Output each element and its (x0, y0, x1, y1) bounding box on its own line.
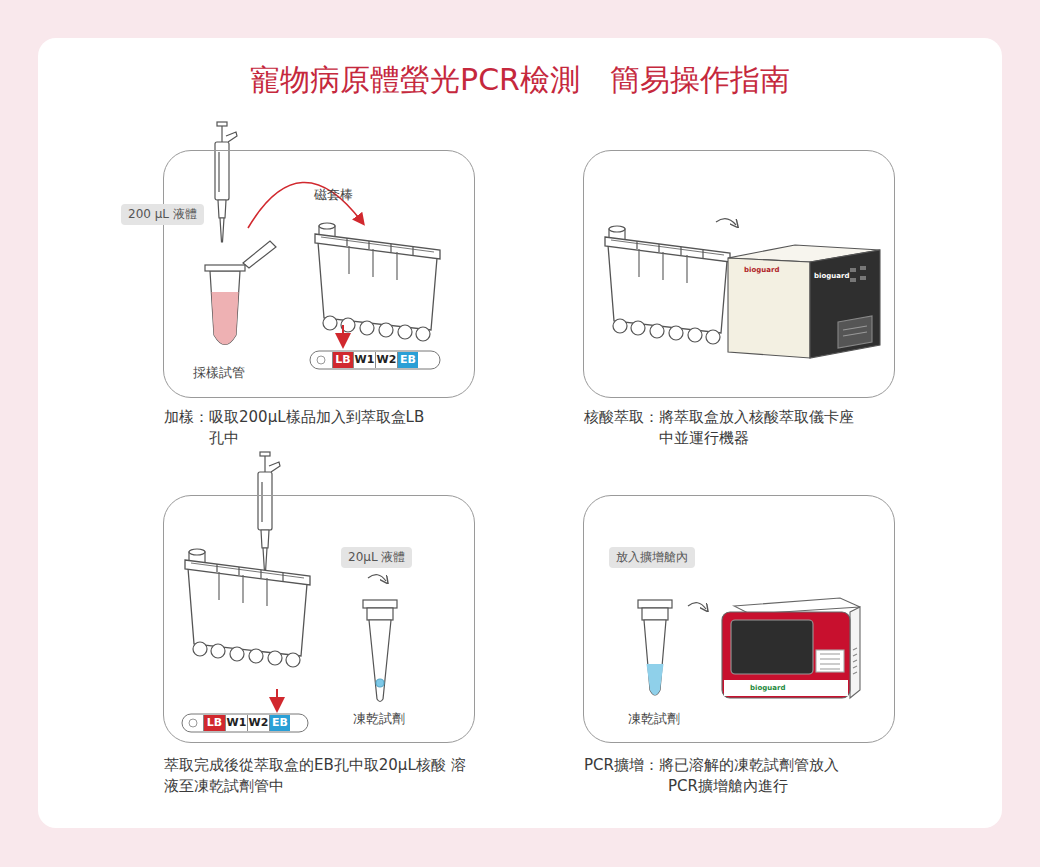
step-panel: 凍乾試劑萃取完成後從萃取盒的EB孔中取20μL核酸 溶液至凍乾試劑管中20μL … (163, 495, 475, 743)
magnetic-cartridge (605, 226, 730, 344)
flow-arrow (368, 575, 386, 581)
extraction-instrument (728, 245, 880, 358)
part-label: 採樣試管 (193, 364, 245, 382)
step-caption: PCR擴增：將已溶解的凍乾試劑管放入 PCR擴增艙內進行 (584, 755, 870, 797)
well-strip (310, 351, 440, 369)
well-cell: LB (203, 715, 225, 731)
volume-badge: 20μL 液體 (341, 547, 412, 568)
well-cell: W2 (375, 352, 397, 368)
badge-text: 20μL 液體 (348, 550, 405, 564)
step-panel: 磁套棒採樣試管加樣：吸取200μL樣品加入到萃取盒LB 孔中200 μL 液體 (163, 150, 475, 398)
sample-tube (205, 241, 276, 345)
step-panel: 凍乾試劑PCR擴增：將已溶解的凍乾試劑管放入 PCR擴增艙內進行放入擴增艙內 (583, 495, 895, 743)
well-cell: EB (397, 352, 418, 368)
brand-logo: bioguard (814, 272, 849, 280)
well-cell: LB (332, 352, 353, 368)
flow-arrow (688, 603, 706, 609)
step-caption: 萃取完成後從萃取盒的EB孔中取20μL核酸 溶液至凍乾試劑管中 (164, 755, 476, 797)
card-panel (38, 38, 1002, 828)
action-badge: 放入擴增艙內 (609, 547, 695, 568)
transfer-arrow (248, 182, 362, 228)
volume-badge: 200 μL 液體 (121, 204, 204, 225)
step-caption: 核酸萃取：將萃取盒放入核酸萃取儀卡座 中並運行機器 (584, 407, 861, 449)
part-label: 凍乾試劑 (628, 710, 680, 728)
pipette (258, 452, 280, 572)
brand-logo: bioguard (750, 684, 785, 692)
page-title: 寵物病原體螢光PCR檢測 簡易操作指南 (0, 60, 1040, 101)
magnetic-cartridge (315, 223, 440, 341)
reagent-tube (638, 600, 672, 695)
well-cell: W2 (247, 715, 269, 731)
well-cell: EB (269, 715, 290, 731)
well-cell: W1 (353, 352, 375, 368)
flow-arrow (716, 219, 736, 225)
pointer-arrow (342, 325, 344, 343)
badge-text: 200 μL 液體 (128, 207, 197, 221)
pointer-arrow (276, 689, 278, 707)
part-label: 磁套棒 (314, 186, 353, 204)
part-label: 凍乾試劑 (353, 710, 405, 728)
brand-logo: bioguard (744, 266, 779, 274)
reagent-tube (363, 600, 397, 702)
magnetic-cartridge (185, 549, 310, 667)
pcr-machine (722, 598, 860, 698)
step-caption: 加樣：吸取200μL樣品加入到萃取盒LB 孔中 (164, 407, 436, 449)
well-strip (182, 714, 308, 732)
well-cell: W1 (225, 715, 247, 731)
badge-text: 放入擴增艙內 (616, 550, 688, 564)
pipette (215, 122, 237, 242)
